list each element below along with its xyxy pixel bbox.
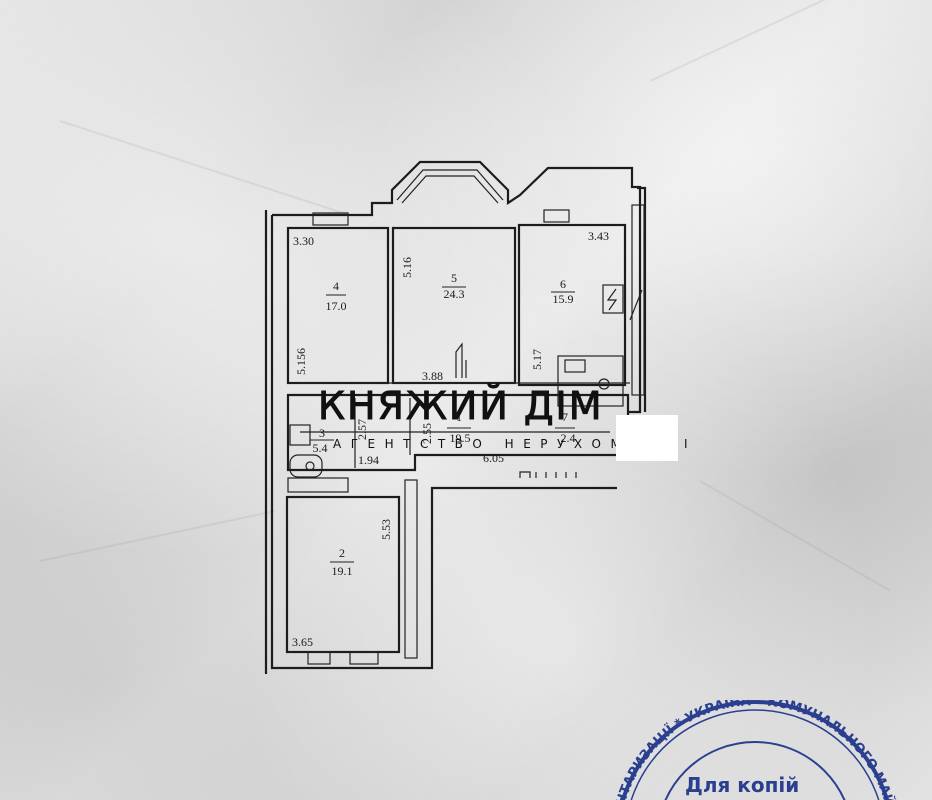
dim-room6-length: 5.17	[530, 349, 544, 370]
watermark-title: КНЯЖИЙ ДІМ	[318, 384, 604, 429]
toilet-bowl	[305, 461, 315, 471]
bath-fixture-icon	[289, 424, 311, 446]
svg-text:5: 5	[451, 271, 457, 285]
sink-icon	[564, 359, 586, 373]
svg-text:6: 6	[560, 277, 566, 291]
room-label-3: 3 5.4	[310, 426, 334, 455]
room-label-2: 2 19.1	[330, 546, 354, 578]
official-stamp: ІНВЕНТАРИЗАЦІЇ * УКРАЇНА * КОМУНАЛЬНОГО …	[590, 700, 901, 800]
dim-corridor-height: 2.55	[420, 423, 434, 444]
dim-room5-length: 5.16	[400, 257, 414, 278]
dim-room2-length: 5.53	[379, 519, 393, 540]
svg-text:7: 7	[562, 410, 568, 424]
balcony-rail	[519, 471, 577, 478]
stove-icon	[602, 284, 624, 314]
dim-corridor-width: 6.05	[483, 451, 504, 465]
room-5-outline	[391, 226, 517, 385]
svg-text:1: 1	[456, 410, 462, 424]
svg-text:2: 2	[339, 546, 345, 560]
dim-room6-width: 3.43	[588, 229, 609, 243]
svg-text:15.9: 15.9	[553, 292, 574, 306]
window	[349, 651, 379, 665]
room-label-7: 7 2.4	[555, 410, 576, 445]
entrance-icon	[455, 342, 467, 378]
stamp-inner-text: Для копій	[685, 773, 799, 797]
room-6-outline	[517, 223, 627, 387]
stove-symbol	[606, 288, 618, 311]
room-label-4: 4 17.0	[326, 279, 347, 313]
dim-corridor-left: 1.94	[358, 453, 379, 467]
outer-walls	[264, 160, 647, 674]
balcony-outline	[631, 204, 645, 396]
room-label-1: 1 19.5	[447, 410, 471, 445]
redaction-box	[616, 415, 678, 461]
dim-room3-length: 2.57	[355, 419, 369, 440]
svg-text:3: 3	[319, 426, 325, 440]
room-2-outline	[285, 495, 401, 654]
svg-text:19.1: 19.1	[332, 564, 353, 578]
dim-room4-width: 3.30	[293, 234, 314, 248]
svg-text:5.4: 5.4	[313, 441, 328, 455]
balcony-rail	[629, 289, 643, 321]
svg-text:17.0: 17.0	[326, 299, 347, 313]
svg-text:19.5: 19.5	[450, 431, 471, 445]
window	[312, 212, 349, 226]
dim-room5-width: 3.88	[422, 369, 443, 383]
watermark-subtitle: АГЕНТСТВО НЕРУХОМОСТІ	[333, 437, 698, 451]
toilet-icon	[289, 454, 323, 478]
wc-outline	[557, 355, 624, 407]
window	[543, 209, 570, 223]
room-label-5: 5 24.3	[442, 271, 466, 301]
dim-room4-length: 5.156	[294, 348, 308, 375]
bay-window	[396, 169, 504, 204]
wall-segment	[404, 479, 418, 659]
window	[307, 651, 331, 665]
corridor-outline	[286, 393, 630, 472]
svg-text:2.4: 2.4	[561, 431, 576, 445]
dim-room2-width: 3.65	[292, 635, 313, 649]
room-label-6: 6 15.9	[551, 277, 575, 306]
wall-segment	[287, 477, 349, 493]
toilet-icon	[598, 378, 610, 390]
svg-text:4: 4	[333, 279, 339, 293]
svg-text:24.3: 24.3	[444, 287, 465, 301]
